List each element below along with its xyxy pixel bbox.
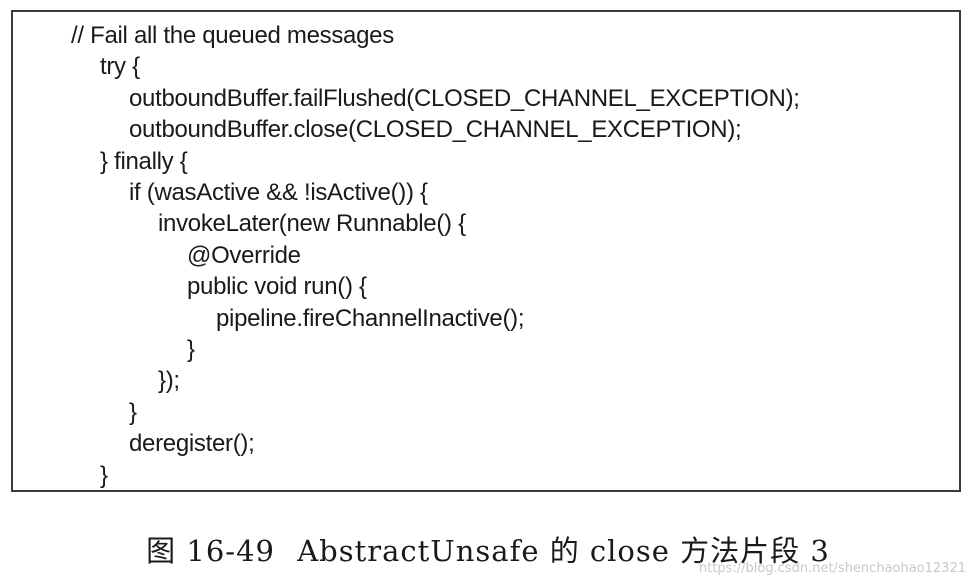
code-line: } — [100, 461, 108, 489]
code-line: } finally { — [100, 147, 188, 175]
code-line: @Override — [187, 241, 301, 269]
figure-caption-text: AbstractUnsafe 的 close 方法片段 3 — [297, 534, 830, 568]
code-line: outboundBuffer.close(CLOSED_CHANNEL_EXCE… — [129, 116, 742, 144]
code-line: public void run() { — [187, 273, 367, 301]
code-line: }); — [158, 367, 180, 395]
code-listing-box: // Fail all the queued messages try { outb… — [11, 10, 961, 492]
code-line: pipeline.fireChannelInactive(); — [216, 304, 525, 332]
code-line: if (wasActive && !isActive()) { — [129, 179, 428, 207]
figure-caption: 图 16-49 AbstractUnsafe 的 close 方法片段 3 — [0, 528, 976, 570]
watermark-url: https://blog.csdn.net/shenchaohao12321 — [698, 561, 966, 576]
code-line: // Fail all the queued messages — [71, 22, 394, 49]
code-line: deregister(); — [129, 430, 255, 458]
code-line: invokeLater(new Runnable() { — [158, 210, 466, 238]
figure-label: 图 16-49 — [146, 534, 275, 568]
code-line: } — [187, 336, 195, 364]
code-line: try { — [100, 53, 140, 81]
code-line: outboundBuffer.failFlushed(CLOSED_CHANNE… — [129, 84, 800, 112]
code-line: } — [129, 398, 137, 426]
code-lines: // Fail all the queued messages try { outb… — [71, 20, 800, 491]
